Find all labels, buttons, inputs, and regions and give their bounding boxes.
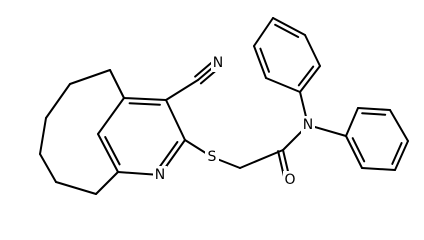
single-bond [265,77,301,93]
atom-labels: N N S O N [153,54,315,189]
bond-line [272,17,306,36]
single-bond [239,149,284,169]
double-bond-inner-line [158,141,179,169]
atom-label-background [205,148,219,166]
single-bond [304,34,321,67]
bond-line [123,97,167,101]
structure-drawing: N N S O N [39,17,409,195]
bond-line [97,133,119,173]
molecule-diagram: N N S O N [39,17,409,195]
atom-label-background [153,166,167,184]
bond-line [299,65,321,93]
bond-line [394,140,409,171]
bond-lines [39,17,409,195]
double-bond-inner-line [297,65,315,87]
single-bond [109,69,125,99]
double-bond-inner-line [104,136,121,166]
single-bond [95,171,119,195]
bond-line [357,107,391,111]
single-bond [45,83,71,119]
single-bond [69,69,111,85]
bond-line [345,135,363,169]
atom-label-background [211,54,225,72]
single-bond [361,167,396,171]
bond-line [253,45,267,79]
single-bond [253,17,274,47]
single-bond [39,153,57,183]
double-bond-inner-line [259,47,270,73]
single-bond [345,107,359,137]
double-bond-inner-line [128,102,161,106]
atom-label-n-nitrile: N [213,55,223,71]
atom-label-background [301,116,315,134]
atom-label-o-carbonyl: O [284,172,295,188]
single-bond [39,117,47,155]
double-bond-inner-line [351,137,366,163]
single-bond [97,97,125,135]
atom-label-s-thioether: S [208,149,217,165]
single-bond [55,181,97,195]
single-bond [165,99,186,141]
single-bond [165,79,199,101]
double-bond-inner-line [361,112,387,116]
atom-label-background [283,171,297,189]
atom-label-n-amide: N [303,117,313,133]
double-bond-inner-line [391,142,403,165]
double-bond-inner-line [274,23,300,38]
single-bond [389,109,409,142]
atom-label-n-pyridine: N [155,167,165,183]
